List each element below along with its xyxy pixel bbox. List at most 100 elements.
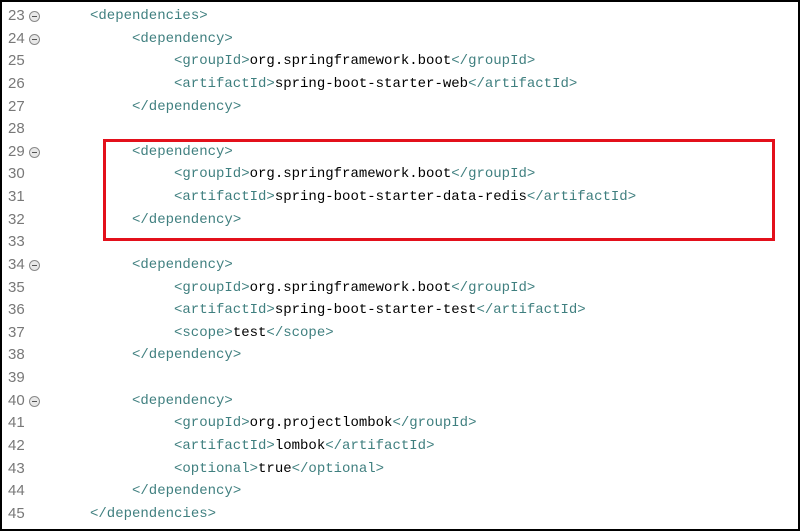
code-line[interactable]: 31 <artifactId>spring-boot-starter-data-r… xyxy=(2,186,798,209)
xml-tag: </groupId> xyxy=(451,53,536,70)
xml-text: org.projectlombok xyxy=(249,415,393,432)
xml-tag: <artifactId> xyxy=(174,189,275,205)
line-content: <dependency> xyxy=(132,390,233,413)
code-line[interactable]: 36<artifactId>spring-boot-starter-test</… xyxy=(2,299,798,322)
line-number: 28 xyxy=(8,120,25,138)
code-line[interactable]: 40 <dependency> xyxy=(2,390,798,413)
line-content: <artifactId>lombok</artifactId> xyxy=(174,435,434,458)
line-content: <optional>true</optional> xyxy=(174,458,384,481)
line-content: </dependency> xyxy=(132,480,241,503)
code-line[interactable]: 41<groupId>org.projectlombok</groupId> xyxy=(2,412,798,435)
line-number: 34 xyxy=(8,255,25,273)
line-number: 39 xyxy=(8,369,25,386)
xml-tag: <groupId> xyxy=(174,166,250,183)
code-line[interactable]: 32 </dependency> xyxy=(2,209,798,232)
xml-tag: </artifactId> xyxy=(476,302,586,319)
xml-tag: <dependency> xyxy=(132,392,233,409)
code-line[interactable]: 34 <dependency> xyxy=(2,254,798,277)
xml-tag: </artifactId> xyxy=(526,189,637,205)
line-number: 45 xyxy=(8,504,25,522)
code-line[interactable]: 29 <dependency> xyxy=(2,141,798,164)
line-number: 25 xyxy=(8,52,25,70)
xml-tag: <optional> xyxy=(174,460,259,477)
collapse-fold-icon[interactable] xyxy=(29,146,40,158)
line-number: 26 xyxy=(8,74,25,92)
code-line[interactable]: 39 xyxy=(2,367,798,390)
line-content: <groupId>org.springframework.boot</group… xyxy=(174,277,535,300)
code-line[interactable]: 35 <groupId>org.springframework.boot</gro… xyxy=(2,277,798,300)
code-line[interactable]: 27 </dependency> xyxy=(2,96,798,119)
xml-tag: </artifactId> xyxy=(325,437,435,454)
xml-tag: </dependency> xyxy=(132,98,242,115)
xml-tag: <dependency> xyxy=(132,256,233,273)
line-number: 30 xyxy=(8,165,25,183)
code-line[interactable]: 44</dependency> xyxy=(2,480,798,503)
xml-tag: <scope> xyxy=(174,324,233,341)
xml-tag: </groupId> xyxy=(451,166,536,183)
code-line[interactable]: 38 </dependency> xyxy=(2,344,798,367)
line-content: </dependency> xyxy=(132,96,241,119)
line-number: 40 xyxy=(8,391,25,409)
code-line[interactable]: 30 <groupId>org.springframework.boot</gro… xyxy=(2,163,798,186)
xml-tag: <groupId> xyxy=(174,279,250,296)
line-content: </dependency> xyxy=(132,344,241,367)
collapse-fold-icon[interactable] xyxy=(29,259,40,271)
line-content: </dependencies> xyxy=(90,503,216,526)
xml-text: spring-boot-starter-test xyxy=(274,302,477,319)
line-content: <dependencies> xyxy=(90,5,208,28)
xml-tag: </dependency> xyxy=(132,211,242,228)
code-area[interactable]: 23 <dependencies>24<dependency>25 <groupId… xyxy=(2,5,798,525)
collapse-fold-icon[interactable] xyxy=(29,33,40,45)
code-line[interactable]: 24<dependency> xyxy=(2,28,798,51)
code-line[interactable]: 28 xyxy=(2,118,798,141)
line-content: <artifactId>spring-boot-starter-data-red… xyxy=(174,186,636,209)
xml-tag: </scope> xyxy=(266,324,334,341)
code-line[interactable]: 37 <scope>test</scope> xyxy=(2,322,798,345)
xml-tag: </dependencies> xyxy=(90,505,217,522)
xml-tag: <groupId> xyxy=(174,415,250,432)
collapse-fold-icon[interactable] xyxy=(29,11,40,22)
line-number: 32 xyxy=(8,210,25,228)
highlight-box xyxy=(103,139,775,241)
xml-tag: </artifactId> xyxy=(468,75,578,92)
xml-text: test xyxy=(232,324,267,341)
line-content: <groupId>org.springframework.boot</group… xyxy=(174,163,535,186)
code-line[interactable]: 25 <groupId>org.springframework.boot</gro… xyxy=(2,50,798,73)
line-number: 29 xyxy=(8,142,25,160)
xml-text: org.springframework.boot xyxy=(249,166,452,183)
line-number: 36 xyxy=(8,301,25,319)
line-number: 27 xyxy=(8,97,25,115)
line-number: 33 xyxy=(8,233,25,251)
xml-tag: </groupId> xyxy=(451,279,536,296)
code-line[interactable]: 23 <dependencies> xyxy=(2,5,798,28)
line-number: 37 xyxy=(8,323,25,341)
xml-tag: </dependency> xyxy=(132,347,242,364)
line-content: <artifactId>spring-boot-starter-web</art… xyxy=(174,73,577,96)
xml-tag: </groupId> xyxy=(392,415,477,432)
line-number: 23 xyxy=(8,7,25,24)
code-line[interactable]: 42 <artifactId>lombok</artifactId> xyxy=(2,435,798,458)
code-line[interactable]: 45 </dependencies> xyxy=(2,503,798,526)
code-line[interactable]: 26 <artifactId>spring-boot-starter-web</a… xyxy=(2,73,798,96)
line-number: 42 xyxy=(8,436,25,454)
xml-tag: <groupId> xyxy=(174,53,250,70)
line-content: <dependency> xyxy=(132,254,233,277)
line-number: 35 xyxy=(8,278,25,296)
xml-text: org.springframework.boot xyxy=(249,279,452,296)
code-line[interactable]: 33 xyxy=(2,231,798,254)
line-number: 38 xyxy=(8,346,25,364)
xml-text: org.springframework.boot xyxy=(249,53,452,70)
line-number: 31 xyxy=(8,188,25,205)
xml-tag: <artifactId> xyxy=(174,437,275,454)
line-content: <dependency> xyxy=(132,28,233,51)
line-content: <groupId>org.projectlombok</groupId> xyxy=(174,412,476,435)
xml-tag: <dependency> xyxy=(132,30,233,47)
line-content: <dependency> xyxy=(132,141,233,164)
line-content: <scope>test</scope> xyxy=(174,322,334,345)
line-number: 43 xyxy=(8,459,25,477)
code-line[interactable]: 43 <optional>true</optional> xyxy=(2,458,798,481)
collapse-fold-icon[interactable] xyxy=(29,395,40,407)
xml-tag: </optional> xyxy=(291,460,385,477)
xml-text: spring-boot-starter-data-redis xyxy=(274,189,527,205)
